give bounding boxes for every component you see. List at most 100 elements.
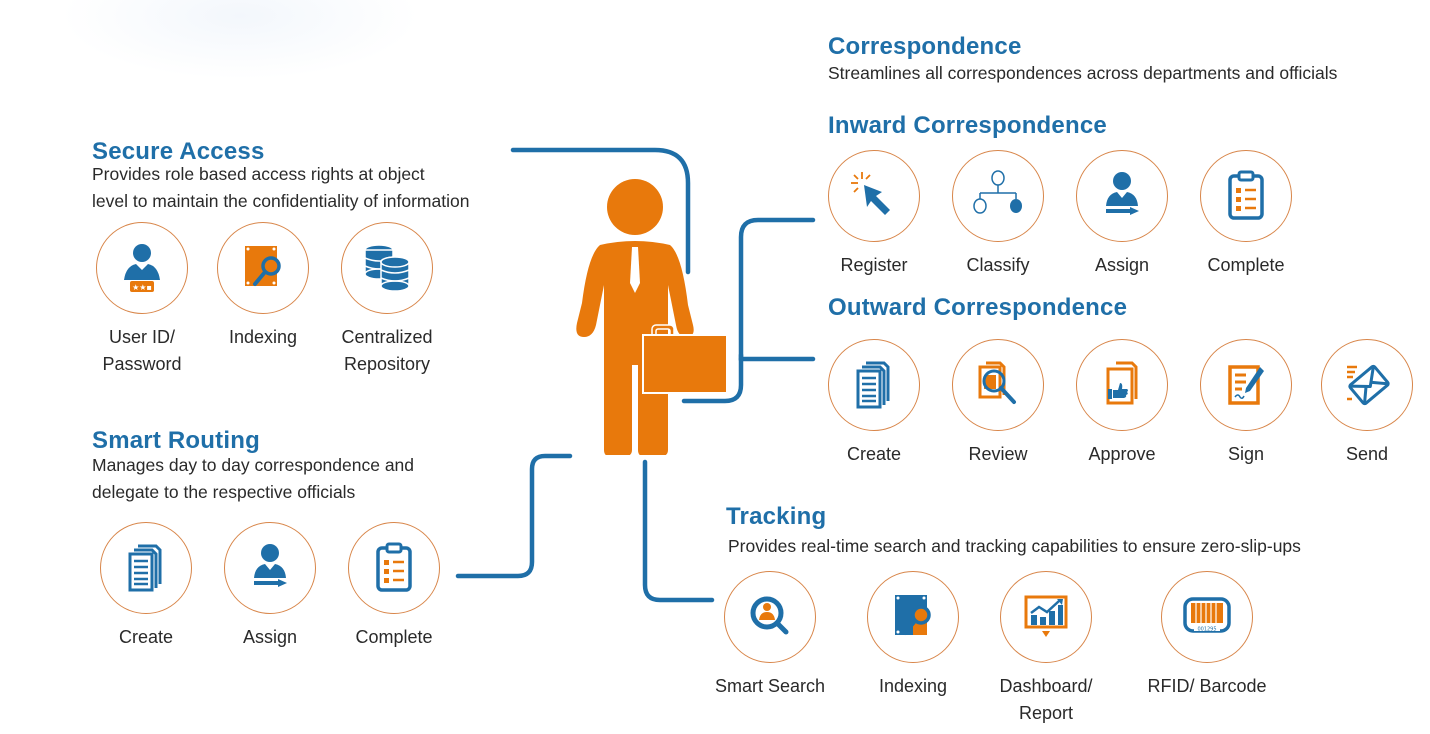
item-label: Send <box>1345 444 1389 464</box>
inward-item-register[interactable]: Register <box>809 150 939 279</box>
outward-correspondence-title: Outward Correspondence <box>828 294 1128 321</box>
icon-circle <box>724 571 816 663</box>
dashboard-chart-icon <box>1024 595 1068 637</box>
item-label: User ID/ Password <box>77 324 207 378</box>
svg-text:★★▪: ★★▪ <box>132 283 152 292</box>
smart-routing-description: Manages day to day correspondence and de… <box>92 452 414 506</box>
envelope-send-icon <box>1347 364 1390 406</box>
document-thumbs-up-icon <box>1106 361 1138 405</box>
secure-access-description: Provides role based access rights at obj… <box>92 161 469 215</box>
item-label: Create <box>118 627 174 647</box>
icon-circle <box>1200 339 1292 431</box>
icon-circle <box>1200 150 1292 242</box>
document-search-icon <box>978 361 1016 404</box>
icon-circle <box>100 522 192 614</box>
secure-access-item-repository[interactable]: Centralized Repository <box>322 222 452 378</box>
item-label: Approve <box>1088 444 1156 464</box>
item-label-line1: User ID/ <box>108 327 175 347</box>
item-label: Register <box>840 255 908 275</box>
icon-circle <box>348 522 440 614</box>
tracking-item-rfid-barcode[interactable]: 001295 RFID/ Barcode <box>1142 571 1272 700</box>
item-label-line2: Repository <box>343 354 431 374</box>
item-label-line2: Password <box>102 354 182 374</box>
secure-access-description-line2: level to maintain the confidentiality of… <box>92 191 470 211</box>
item-label: Centralized Repository <box>322 324 452 378</box>
item-label-line2: Report <box>1018 703 1074 723</box>
tracking-item-dashboard-report[interactable]: Dashboard/ Report <box>981 571 1111 727</box>
smart-routing-item-assign[interactable]: Assign <box>205 522 335 651</box>
documents-icon <box>128 544 162 592</box>
icon-circle <box>1076 339 1168 431</box>
icon-circle <box>217 222 309 314</box>
item-label: Assign <box>1094 255 1150 275</box>
svg-text:001295: 001295 <box>1197 627 1216 633</box>
tracking-title: Tracking <box>726 503 827 530</box>
item-label: Create <box>846 444 902 464</box>
item-label: Classify <box>966 255 1030 275</box>
inward-correspondence-title: Inward Correspondence <box>828 112 1107 139</box>
icon-circle <box>1000 571 1092 663</box>
item-label: Assign <box>242 627 298 647</box>
icon-circle: 001295 <box>1161 571 1253 663</box>
assign-user-icon <box>254 544 287 587</box>
tracking-item-smart-search[interactable]: Smart Search <box>705 571 835 700</box>
smart-routing-description-line1: Manages day to day correspondence and <box>92 455 415 475</box>
smart-routing-item-complete[interactable]: Complete <box>329 522 459 651</box>
smart-routing-item-create[interactable]: Create <box>81 522 211 651</box>
icon-circle <box>952 339 1044 431</box>
item-label-line1: Indexing <box>878 676 948 696</box>
assign-user-icon <box>1106 172 1139 215</box>
icon-circle <box>867 571 959 663</box>
icon-circle <box>952 150 1044 242</box>
icon-circle <box>828 150 920 242</box>
user-search-icon <box>750 596 789 635</box>
secure-access-description-line1: Provides role based access rights at obj… <box>92 164 425 184</box>
item-label-line1: Smart Search <box>714 676 826 696</box>
background-blur <box>60 0 420 80</box>
icon-circle <box>1076 150 1168 242</box>
outward-item-send[interactable]: Send <box>1302 339 1430 468</box>
correspondence-title: Correspondence <box>828 33 1022 60</box>
correspondence-description: Streamlines all correspondences across d… <box>828 63 1338 83</box>
indexing-icon <box>895 595 931 635</box>
inward-item-assign[interactable]: Assign <box>1057 150 1187 279</box>
outward-item-sign[interactable]: Sign <box>1181 339 1311 468</box>
smart-routing-description-line2: delegate to the respective officials <box>92 482 356 502</box>
item-label: Complete <box>355 627 433 647</box>
documents-icon <box>856 361 890 409</box>
clipboard-checklist-icon <box>1228 170 1264 220</box>
outward-item-review[interactable]: Review <box>933 339 1063 468</box>
cursor-click-icon <box>851 172 890 215</box>
inward-item-classify[interactable]: Classify <box>933 150 1063 279</box>
item-label-line1: Centralized <box>341 327 433 347</box>
item-label: Sign <box>1227 444 1265 464</box>
icon-circle <box>224 522 316 614</box>
icon-circle <box>341 222 433 314</box>
tracking-item-indexing[interactable]: Indexing <box>848 571 978 700</box>
clipboard-checklist-icon <box>376 542 412 592</box>
item-label: Review <box>968 444 1028 464</box>
item-label: Dashboard/ Report <box>981 673 1111 727</box>
secure-access-item-user-password[interactable]: ★★▪ User ID/ Password <box>77 222 207 378</box>
businessman-with-briefcase-icon <box>576 179 728 455</box>
outward-item-approve[interactable]: Approve <box>1057 339 1187 468</box>
item-label: Smart Search <box>705 673 835 700</box>
database-icon <box>364 244 410 292</box>
icon-circle <box>828 339 920 431</box>
item-label: Complete <box>1207 255 1285 275</box>
secure-access-item-indexing[interactable]: Indexing <box>198 222 328 351</box>
item-label-line1: RFID/ Barcode <box>1147 676 1267 696</box>
inward-item-complete[interactable]: Complete <box>1181 150 1311 279</box>
tracking-description: Provides real-time search and tracking c… <box>728 536 1301 556</box>
item-label-line1: Dashboard/ <box>999 676 1093 696</box>
item-label-line1: Indexing <box>228 327 298 347</box>
item-label: RFID/ Barcode <box>1142 673 1272 700</box>
barcode-icon: 001295 <box>1183 597 1231 633</box>
outward-item-create[interactable]: Create <box>809 339 939 468</box>
icon-circle: ★★▪ <box>96 222 188 314</box>
item-label: Indexing <box>198 324 328 351</box>
smart-routing-title: Smart Routing <box>92 427 260 454</box>
item-label: Indexing <box>848 673 978 700</box>
icon-circle <box>1321 339 1413 431</box>
